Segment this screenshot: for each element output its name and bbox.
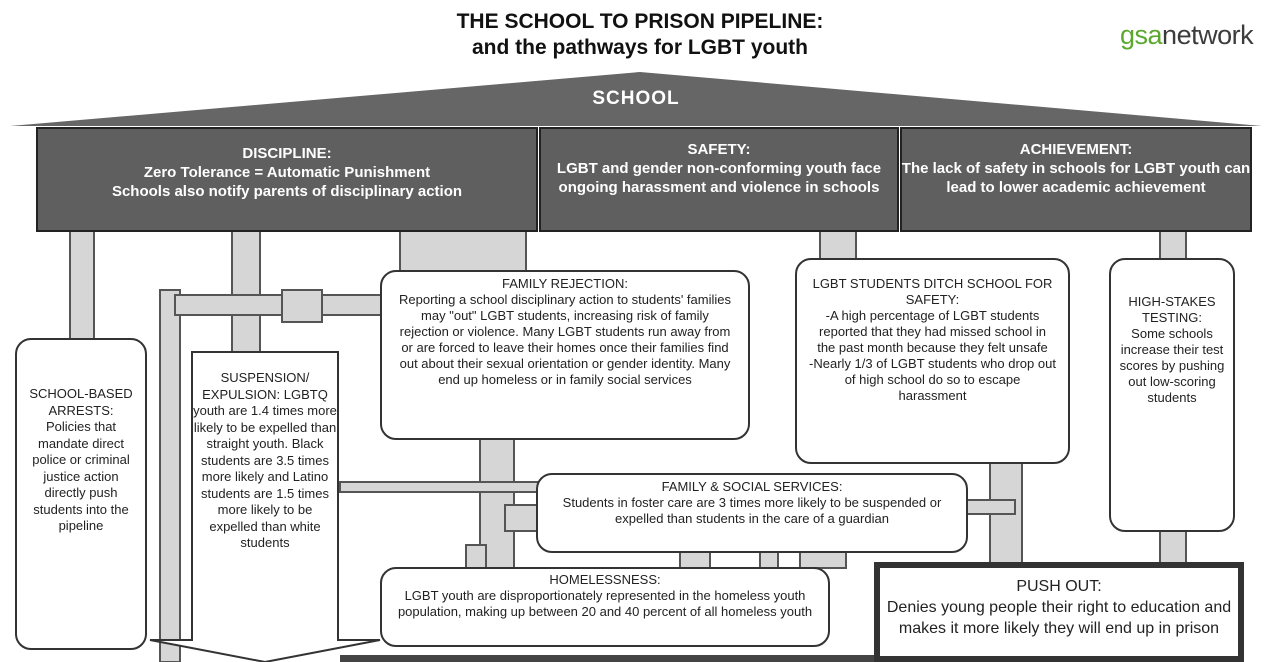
rejection-body: Reporting a school disciplinary action t… (399, 292, 731, 387)
testing-heading: HIGH-STAKES TESTING: (1128, 294, 1216, 325)
pipe-arrests (69, 229, 95, 343)
beam-discipline: DISCIPLINE: Zero Tolerance = Automatic P… (37, 128, 537, 231)
title-line-1: THE SCHOOL TO PRISON PIPELINE: (456, 10, 824, 33)
beam-discipline-shape (36, 127, 538, 232)
pipe-joint-2 (504, 504, 540, 532)
pipe-joint-3 (964, 499, 1016, 515)
box-high-stakes-testing: HIGH-STAKES TESTING: Some schools increa… (1109, 258, 1235, 532)
box-push-out: PUSH OUT: Denies young people their righ… (874, 562, 1244, 662)
pushout-heading: PUSH OUT: (1016, 578, 1102, 595)
family-body: Students in foster care are 3 times more… (562, 495, 942, 526)
pipe-left-vertical (159, 289, 181, 662)
title-line-2: and the pathways for LGBT youth (471, 36, 808, 59)
pipe-testing-top (1159, 229, 1187, 261)
testing-body: Some schools increase their test scores … (1119, 326, 1225, 405)
ditch-heading: LGBT STUDENTS DITCH SCHOOL FOR SAFETY: (812, 276, 1053, 307)
pipe-family-right (799, 551, 847, 569)
beam-safety-shape (539, 127, 899, 232)
discipline-line-1: Zero Tolerance = Automatic Punishment (143, 164, 431, 181)
box-family-rejection: FAMILY REJECTION: Reporting a school dis… (380, 270, 750, 440)
pipe-horizontal-rejection (174, 294, 386, 316)
pushout-body: Denies young people their right to educa… (886, 599, 1232, 637)
logo-part-2: network (1162, 20, 1254, 50)
beam-achievement: ACHIEVEMENT: The lack of safety in schoo… (901, 128, 1251, 231)
box-family-social-services: FAMILY & SOCIAL SERVICES: Students in fo… (536, 473, 968, 553)
homeless-body: LGBT youth are disproportionately repres… (397, 588, 813, 619)
pipe-to-family (339, 481, 541, 493)
box-homelessness: HOMELESSNESS: LGBT youth are disproporti… (380, 567, 830, 647)
safety-heading: SAFETY: (687, 141, 751, 158)
discipline-heading: DISCIPLINE: (242, 145, 332, 162)
family-heading: FAMILY & SOCIAL SERVICES: (661, 479, 843, 494)
pipe-joint-1 (281, 289, 323, 323)
ditch-body-1: -A high percentage of LGBT students repo… (817, 308, 1048, 355)
logo-part-1: gsa (1120, 20, 1163, 50)
suspension-heading: SUSPENSION/ EXPULSION: (202, 370, 310, 402)
box-suspension-expulsion: SUSPENSION/ EXPULSION: LGBTQ youth are 1… (192, 370, 338, 552)
school-roof (10, 72, 1262, 126)
arrests-heading: SCHOOL-BASED ARRESTS: (29, 386, 133, 418)
arrests-body: Policies that mandate direct police or c… (32, 419, 130, 533)
bottom-pipe (340, 655, 1030, 662)
discipline-line-2: Schools also notify parents of disciplin… (111, 183, 463, 200)
pipe-ditch-top (819, 229, 857, 261)
roof-label: SCHOOL (592, 88, 680, 109)
achievement-heading: ACHIEVEMENT: (1019, 141, 1133, 158)
pipe-joint-5 (465, 544, 487, 570)
suspension-body: LGBTQ youth are 1.4 times more likely to… (193, 386, 337, 551)
rejection-heading: FAMILY REJECTION: (502, 276, 628, 291)
achievement-body: The lack of safety in schools for LGBT y… (901, 160, 1251, 196)
box-ditch-school: LGBT STUDENTS DITCH SCHOOL FOR SAFETY: -… (795, 258, 1070, 464)
box-school-based-arrests: SCHOOL-BASED ARRESTS: Policies that mand… (15, 338, 147, 650)
homeless-heading: HOMELESSNESS: (549, 572, 661, 587)
safety-body: LGBT and gender non-conforming youth fac… (556, 160, 882, 196)
beam-achievement-shape (900, 127, 1252, 232)
suspension-arrow (149, 351, 381, 662)
ditch-body-2: -Nearly 1/3 of LGBT students who drop ou… (809, 356, 1056, 403)
gsa-network-logo: gsanetwork (1120, 20, 1254, 51)
beam-safety: SAFETY: LGBT and gender non-conforming y… (540, 128, 898, 231)
